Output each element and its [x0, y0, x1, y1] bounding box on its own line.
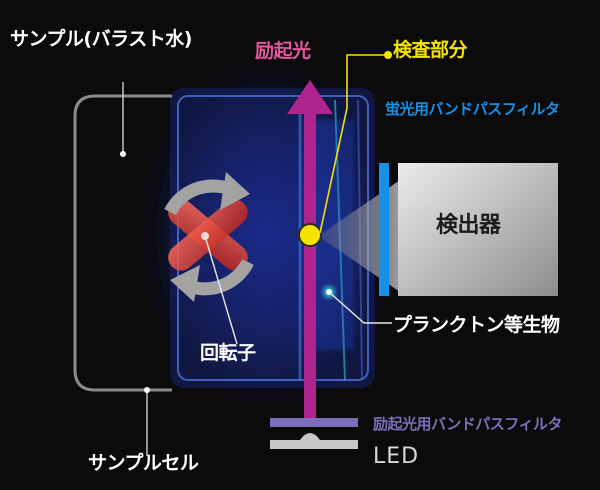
label-inspection-region: 検査部分 [393, 39, 468, 61]
excitation-filter-bar [270, 418, 358, 427]
detector-block [398, 163, 558, 296]
led-graphic [270, 433, 358, 449]
fluorescence-filter-bar [379, 163, 389, 296]
label-fluorescence-filter: 蛍光用バンドパスフィルタ [385, 100, 560, 118]
rotation-arrowhead-top [220, 172, 250, 210]
label-sample-water: サンプル(バラスト水) [10, 28, 192, 50]
label-excitation-light: 励起光 [255, 40, 311, 62]
label-detector: 検出器 [436, 213, 501, 238]
label-rotor: 回転子 [200, 342, 256, 364]
rotation-arrowhead-bottom [170, 265, 200, 302]
label-led: LED [373, 444, 420, 469]
label-plankton: プランクトン等生物 [393, 314, 560, 336]
sample-cell-outline [73, 94, 172, 392]
leader-lines [120, 51, 392, 456]
label-sample-cell: サンプルセル [88, 452, 199, 474]
inspection-point [298, 223, 322, 247]
excitation-beam [287, 80, 333, 418]
label-excitation-filter: 励起光用バンドパスフィルタ [373, 415, 562, 433]
